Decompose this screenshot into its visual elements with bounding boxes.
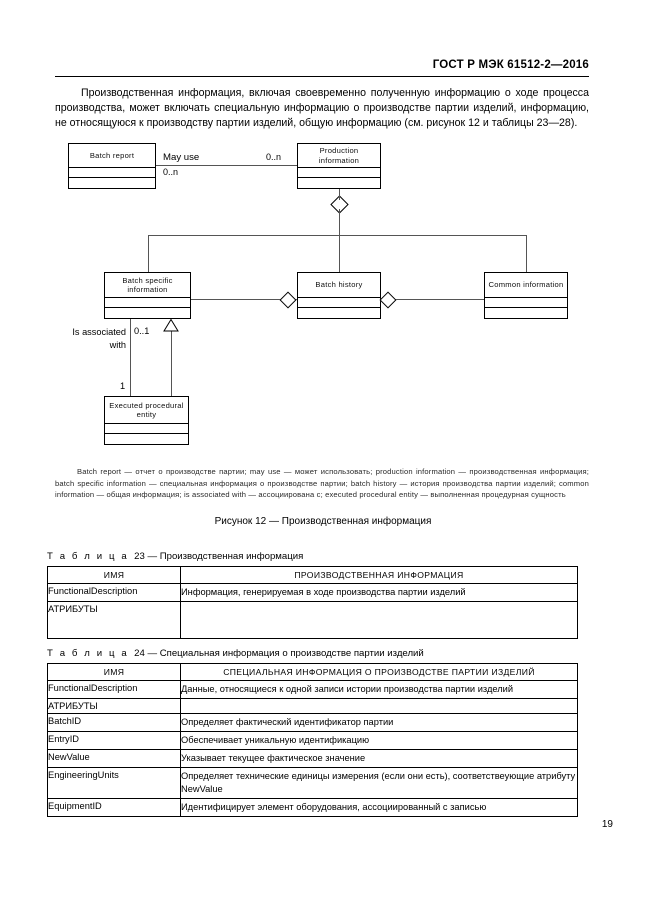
table24-cell-name: АТРИБУТЫ — [47, 698, 181, 714]
uml-class-executed-procedural-entity: Executed procedural entity — [104, 396, 189, 445]
table24-cell-desc: Идентифицирует элемент оборудования, асс… — [180, 798, 578, 817]
tree-drop-batch-specific — [148, 235, 149, 282]
table24-cell-name: EngineeringUnits — [47, 767, 181, 799]
uml-class-batch-report: Batch report — [68, 143, 156, 189]
aggregation-diamond-production — [330, 195, 349, 214]
standard-number: ГОСТ Р МЭК 61512-2—2016 — [432, 59, 589, 71]
table24-caption-text: — Специальная информация о производстве … — [147, 648, 424, 659]
association-line-specific-history — [191, 299, 297, 300]
table23-caption-number: 23 — [134, 551, 145, 562]
uml-class-batch-specific-information: Batch specific information — [104, 272, 191, 319]
table-row: BatchID Определяет фактический идентифик… — [47, 713, 578, 732]
table24: ИМЯ СПЕЦИАЛЬНАЯ ИНФОРМАЦИЯ О ПРОИЗВОДСТВ… — [47, 663, 578, 817]
table23-cell-name: FunctionalDescription — [47, 583, 181, 602]
uml-class-common-information: Common information — [484, 272, 568, 319]
uml-compartment — [69, 178, 155, 188]
table24-cell-desc — [180, 698, 578, 714]
tree-drop-common — [525, 235, 527, 282]
aggregation-diamond-history-left — [279, 291, 297, 309]
uml-compartment — [105, 298, 190, 308]
uml-compartment — [105, 424, 188, 434]
table24-cell-name: BatchID — [47, 713, 181, 732]
header-rule — [55, 76, 589, 77]
uml-compartment — [298, 168, 380, 178]
connector-vertical-production — [338, 189, 340, 200]
table23-caption: Т а б л и ц а 23 — Производственная инфо… — [47, 551, 303, 562]
edge-label-is-associated-with: Is associated with — [72, 327, 126, 350]
uml-compartment — [69, 168, 155, 178]
table24-cell-desc: Данные, относящиеся к одной записи истор… — [180, 680, 578, 699]
table24-caption-prefix: Т а б л и ц а — [47, 648, 129, 659]
uml-class-batch-history-title: Batch history — [298, 273, 380, 298]
table24-col-header-name: ИМЯ — [47, 663, 181, 681]
intro-paragraph: Производственная информация, включая сво… — [55, 87, 589, 130]
page-number: 19 — [601, 819, 613, 830]
table23-caption-text: — Производственная информация — [147, 551, 304, 562]
table-row: EquipmentID Идентифицирует элемент обору… — [47, 798, 578, 817]
table-row: FunctionalDescription Информация, генери… — [47, 583, 578, 602]
table23-cell-desc — [180, 601, 578, 639]
table-row: АТРИБУТЫ — [47, 698, 578, 714]
edge-label-multiplicity-left: 0..n — [163, 167, 179, 177]
uml-compartment — [485, 308, 567, 318]
figure-legend: Batch report — отчет о производстве парт… — [55, 466, 589, 501]
table23-col-header-value: ПРОИЗВОДСТВЕННАЯ ИНФОРМАЦИЯ — [180, 566, 578, 584]
table24-caption: Т а б л и ц а 24 — Специальная информаци… — [47, 648, 424, 659]
table-row: FunctionalDescription Данные, относящиес… — [47, 680, 578, 699]
table24-cell-desc: Указывает текущее фактическое значение — [180, 749, 578, 768]
uml-compartment — [105, 308, 190, 318]
generalization-arrow-icon — [163, 319, 179, 332]
figure-legend-text: Batch report — отчет о производстве парт… — [55, 467, 589, 500]
table24-cell-desc: Определяет фактический идентификатор пар… — [180, 713, 578, 732]
association-line-history-common — [381, 299, 484, 300]
uml-class-production-information: Production information — [297, 143, 381, 189]
table23-cell-desc: Информация, генерируемая в ходе производ… — [180, 583, 578, 602]
table24-cell-desc: Обеспечивает уникальную идентификацию — [180, 731, 578, 750]
tree-bus-horizontal — [148, 235, 526, 236]
figure-caption: Рисунок 12 — Производственная информация — [214, 516, 432, 527]
uml-class-common-information-title: Common information — [485, 273, 567, 298]
table24-col-header-value: СПЕЦИАЛЬНАЯ ИНФОРМАЦИЯ О ПРОИЗВОДСТВЕ ПА… — [180, 663, 578, 681]
uml-figure: Batch report Production information May … — [0, 138, 646, 458]
edge-label-may-use: May use — [163, 152, 200, 163]
table24-cell-name: EquipmentID — [47, 798, 181, 817]
uml-class-batch-history: Batch history — [297, 272, 381, 319]
aggregation-diamond-history-right — [379, 291, 397, 309]
table-row: АТРИБУТЫ — [47, 601, 578, 639]
uml-compartment — [298, 178, 380, 188]
edge-label-multiplicity-0-1: 0..1 — [134, 326, 150, 336]
connector-vertical-production-lower — [338, 209, 340, 282]
table23-cell-name: АТРИБУТЫ — [47, 601, 181, 639]
table24-cell-desc: Определяет технические единицы измерения… — [180, 767, 578, 799]
association-line-may-use — [156, 165, 297, 166]
uml-class-batch-specific-information-title: Batch specific information — [105, 273, 190, 298]
uml-class-batch-report-title: Batch report — [69, 144, 155, 168]
table23-caption-prefix: Т а б л и ц а — [47, 551, 129, 562]
table-row: NewValue Указывает текущее фактическое з… — [47, 749, 578, 768]
association-line-is-associated-with — [130, 319, 131, 396]
uml-compartment — [105, 434, 188, 444]
uml-compartment — [485, 298, 567, 308]
table-row: EngineeringUnits Определяет технические … — [47, 767, 578, 799]
table24-cell-name: NewValue — [47, 749, 181, 768]
table24-caption-number: 24 — [134, 648, 145, 659]
table23-col-header-name: ИМЯ — [47, 566, 181, 584]
table24-cell-name: FunctionalDescription — [47, 680, 181, 699]
uml-compartment — [298, 298, 380, 308]
uml-compartment — [298, 308, 380, 318]
edge-label-multiplicity-1: 1 — [120, 381, 126, 391]
edge-label-multiplicity-right: 0..n — [266, 152, 282, 162]
table24-header-row: ИМЯ СПЕЦИАЛЬНАЯ ИНФОРМАЦИЯ О ПРОИЗВОДСТВ… — [47, 663, 578, 681]
table23-header-row: ИМЯ ПРОИЗВОДСТВЕННАЯ ИНФОРМАЦИЯ — [47, 566, 578, 584]
uml-class-executed-procedural-entity-title: Executed procedural entity — [105, 397, 188, 424]
uml-class-production-information-title: Production information — [298, 144, 380, 168]
table-row: EntryID Обеспечивает уникальную идентифи… — [47, 731, 578, 750]
table23: ИМЯ ПРОИЗВОДСТВЕННАЯ ИНФОРМАЦИЯ Function… — [47, 566, 578, 639]
generalization-line-executed — [170, 331, 172, 396]
table24-cell-name: EntryID — [47, 731, 181, 750]
